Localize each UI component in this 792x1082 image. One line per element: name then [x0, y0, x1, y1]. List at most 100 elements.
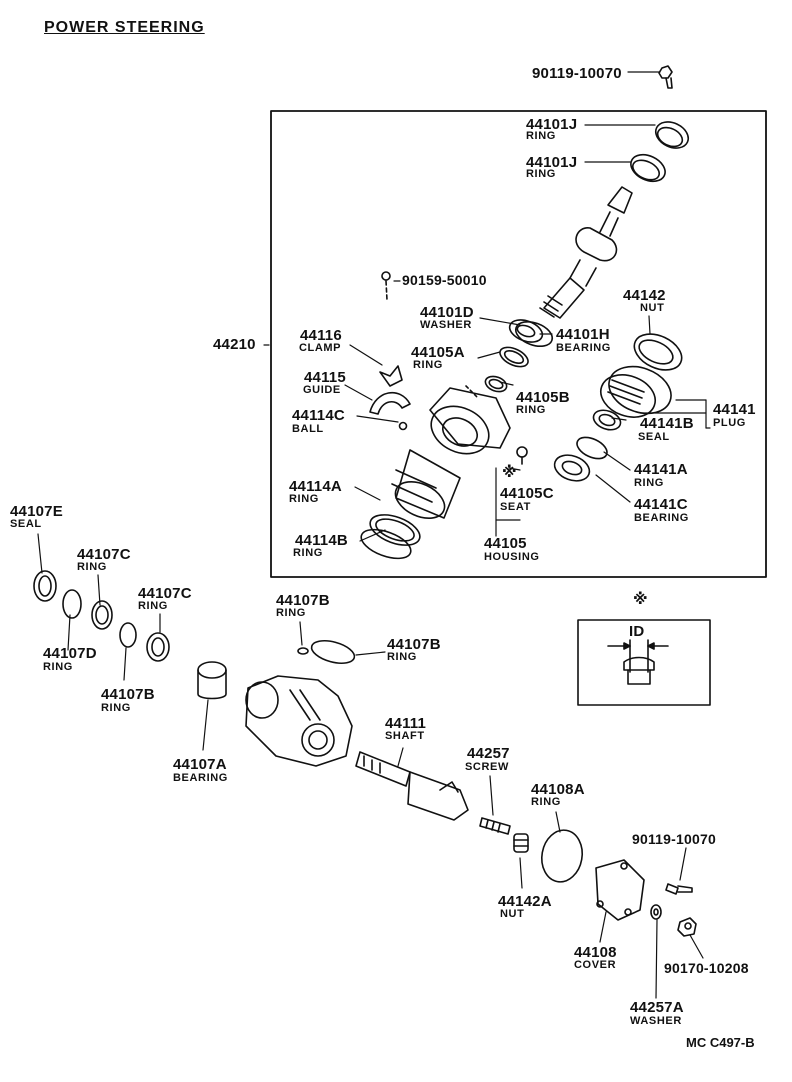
bearing-44107A	[197, 661, 227, 700]
part-num-44114B: 44114B	[295, 532, 348, 549]
part-num-90170: 90170-10208	[664, 960, 749, 976]
housing-44105	[391, 385, 511, 519]
ring-44101J-lower	[630, 153, 666, 183]
leader-lines	[37, 71, 711, 999]
detail-seat-section	[607, 639, 669, 685]
part-num-44107D: 44107D	[43, 645, 97, 662]
nut-90170	[677, 917, 697, 937]
part-name-44107E: SEAL	[10, 518, 42, 530]
part-num-44101J-1: 44101J	[526, 116, 578, 133]
ring-44107C-left	[91, 600, 113, 630]
ring-44101J-upper	[654, 121, 690, 149]
part-name-44114B: RING	[293, 547, 323, 559]
part-num-44142A: 44142A	[498, 893, 552, 910]
ring-44114B	[360, 528, 412, 560]
ring-44107D	[62, 589, 82, 619]
bolt-90119-bottom	[665, 883, 693, 895]
part-num-44105C: 44105C	[500, 485, 554, 502]
part-num-44107C-2: 44107C	[138, 585, 192, 602]
ring-44108A	[540, 829, 584, 883]
part-name-44105A: RING	[413, 359, 443, 371]
bearing-44101H	[514, 320, 554, 348]
part-name-44114A: RING	[289, 493, 319, 505]
part-num-44257A: 44257A	[630, 999, 684, 1016]
washer-44257A	[650, 904, 662, 920]
ring-44141A	[576, 436, 608, 460]
bearing-44141C	[553, 454, 591, 482]
part-name-44141A: RING	[634, 477, 664, 489]
ball-44114C	[398, 421, 408, 431]
part-num-44107A: 44107A	[173, 756, 227, 773]
ring-44114A	[369, 514, 421, 546]
part-num-44210: 44210	[213, 336, 256, 353]
nut-44142A	[513, 833, 529, 853]
part-name-44111: SHAFT	[385, 730, 425, 742]
part-name-44101D: WASHER	[420, 319, 472, 331]
part-name-44107D: RING	[43, 661, 73, 673]
input-shaft	[539, 186, 633, 319]
part-num-44114A: 44114A	[289, 478, 342, 495]
part-name-44108: COVER	[574, 959, 617, 971]
ring-44105A	[499, 346, 529, 368]
guide-44115	[369, 391, 411, 415]
ring-44107B-right	[310, 639, 356, 665]
detail-mark: ※	[633, 591, 648, 608]
shaft-44111	[355, 751, 469, 821]
ring-44107B-small-left	[119, 622, 137, 648]
part-name-44105: HOUSING	[484, 551, 540, 563]
part-num-44101D: 44101D	[420, 304, 474, 321]
detail-box	[577, 619, 711, 706]
cover-44108	[595, 859, 645, 921]
footer-code: MC C497-B	[686, 1035, 755, 1050]
part-name-44115: GUIDE	[303, 384, 341, 396]
part-num-44141: 44141	[713, 401, 756, 418]
part-num-90119-bottom: 90119-10070	[632, 831, 716, 847]
ring-44107C-right	[146, 632, 170, 662]
part-name-44257: SCREW	[465, 761, 509, 773]
part-num-44107B-1: 44107B	[276, 592, 330, 609]
part-name-44107B-3: RING	[101, 702, 131, 714]
part-name-44107B-2: RING	[387, 651, 417, 663]
assembly-44210-box	[270, 110, 767, 578]
part-num-44107B-3: 44107B	[101, 686, 155, 703]
sector-housing	[245, 675, 353, 767]
part-name-44107C-2: RING	[138, 600, 168, 612]
ring-44107B-tiny	[297, 647, 309, 655]
nut-44142	[633, 333, 683, 371]
part-num-44105B: 44105B	[516, 389, 570, 406]
screw-90159	[381, 271, 391, 301]
part-num-44141C: 44141C	[634, 496, 688, 513]
seal-44141B	[592, 409, 622, 431]
part-name-44141: PLUG	[713, 417, 746, 429]
part-num-44111: 44111	[385, 715, 427, 732]
part-num-44107C-1: 44107C	[77, 546, 131, 563]
part-name-44107A: BEARING	[173, 772, 228, 784]
clamp-44116	[379, 365, 403, 387]
seal-44107E	[33, 570, 57, 602]
part-name-44105B: RING	[516, 404, 546, 416]
part-num-44108: 44108	[574, 944, 617, 961]
part-name-44105C: SEAT	[500, 501, 531, 513]
part-name-44101J-1: RING	[526, 130, 556, 142]
part-name-44101J-2: RING	[526, 168, 556, 180]
plug-44141	[600, 365, 672, 418]
part-name-44101H: BEARING	[556, 342, 611, 354]
part-name-44108A: RING	[531, 796, 561, 808]
part-num-44142: 44142	[623, 287, 666, 304]
part-num-44101J-2: 44101J	[526, 154, 578, 171]
part-name-44114C: BALL	[292, 423, 324, 435]
part-num-44115: 44115	[304, 369, 346, 386]
screw-44257	[479, 817, 511, 835]
part-name-44107C-1: RING	[77, 561, 107, 573]
seat-44105C	[516, 446, 528, 465]
part-name-44141B: SEAL	[638, 431, 670, 443]
page-title: POWER STEERING	[44, 19, 205, 36]
part-num-44107B-2: 44107B	[387, 636, 441, 653]
part-name-44142: NUT	[640, 302, 665, 314]
part-name-44142A: NUT	[500, 908, 525, 920]
part-num-44141B: 44141B	[640, 415, 694, 432]
part-num-90119-top: 90119-10070	[532, 65, 622, 82]
part-num-90159: 90159-50010	[402, 272, 487, 288]
part-name-44116: CLAMP	[299, 342, 342, 354]
